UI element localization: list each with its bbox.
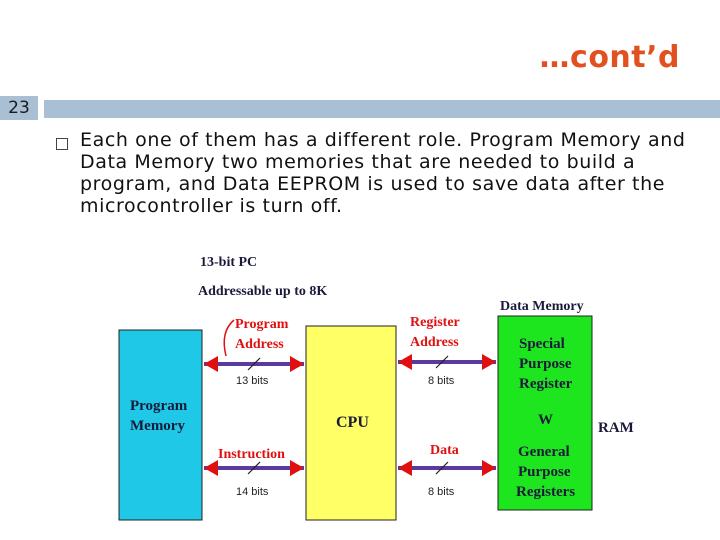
bus-width-slash-13 xyxy=(247,357,261,371)
register-address-label-2: Address xyxy=(410,335,459,350)
slide-number: 23 xyxy=(0,96,38,120)
register-address-label-1: Register xyxy=(410,315,460,330)
cpu-block xyxy=(305,325,397,521)
data-memory-label: Data Memory xyxy=(500,299,584,314)
program-address-arrow-right xyxy=(290,356,304,372)
instruction-arrow-left xyxy=(204,460,218,476)
slide-title: …cont’d xyxy=(539,40,680,75)
data-arrow-right xyxy=(482,460,496,476)
general-purpose-label-2: Purpose xyxy=(518,464,571,480)
w-register-label: W xyxy=(538,412,553,428)
bullet-icon xyxy=(56,138,68,150)
bullet-text: Each one of them has a different role. P… xyxy=(80,129,686,217)
bits-8-top-label: 8 bits xyxy=(428,375,455,387)
special-purpose-label-2: Purpose xyxy=(519,356,572,372)
memory-architecture-diagram: 13-bit PC Addressable up to 8K Program A… xyxy=(108,246,642,522)
bus-width-slash-8-top xyxy=(435,355,449,369)
data-label: Data xyxy=(430,443,459,458)
bits-14-label: 14 bits xyxy=(236,486,269,498)
title-bar xyxy=(44,100,720,118)
program-address-arrow-left xyxy=(204,356,218,372)
special-purpose-label-3: Register xyxy=(519,376,573,392)
bus-width-slash-8-bottom xyxy=(435,461,449,475)
cpu-label: CPU xyxy=(336,414,369,431)
program-address-pointer xyxy=(223,319,235,357)
program-memory-label-1: Program xyxy=(130,398,188,414)
register-address-arrow-left xyxy=(398,354,412,370)
program-memory-block xyxy=(118,329,203,521)
data-arrow-left xyxy=(398,460,412,476)
special-purpose-label-1: Special xyxy=(519,336,565,352)
program-address-label-2: Address xyxy=(235,337,284,352)
bits-8-bottom-label: 8 bits xyxy=(428,486,455,498)
register-address-arrow-right xyxy=(482,354,496,370)
instruction-label: Instruction xyxy=(218,447,285,462)
pc-label: 13-bit PC xyxy=(200,255,257,270)
ram-label: RAM xyxy=(598,420,634,436)
general-purpose-label-3: Registers xyxy=(516,484,575,500)
data-memory-block xyxy=(497,315,593,511)
instruction-arrow-right xyxy=(290,460,304,476)
bus-width-slash-14 xyxy=(247,461,261,475)
program-memory-label-2: Memory xyxy=(130,418,185,434)
addressable-label: Addressable up to 8K xyxy=(198,284,327,299)
program-address-label-1: Program xyxy=(235,317,289,332)
bits-13-label: 13 bits xyxy=(236,375,269,387)
general-purpose-label-1: General xyxy=(518,444,570,460)
